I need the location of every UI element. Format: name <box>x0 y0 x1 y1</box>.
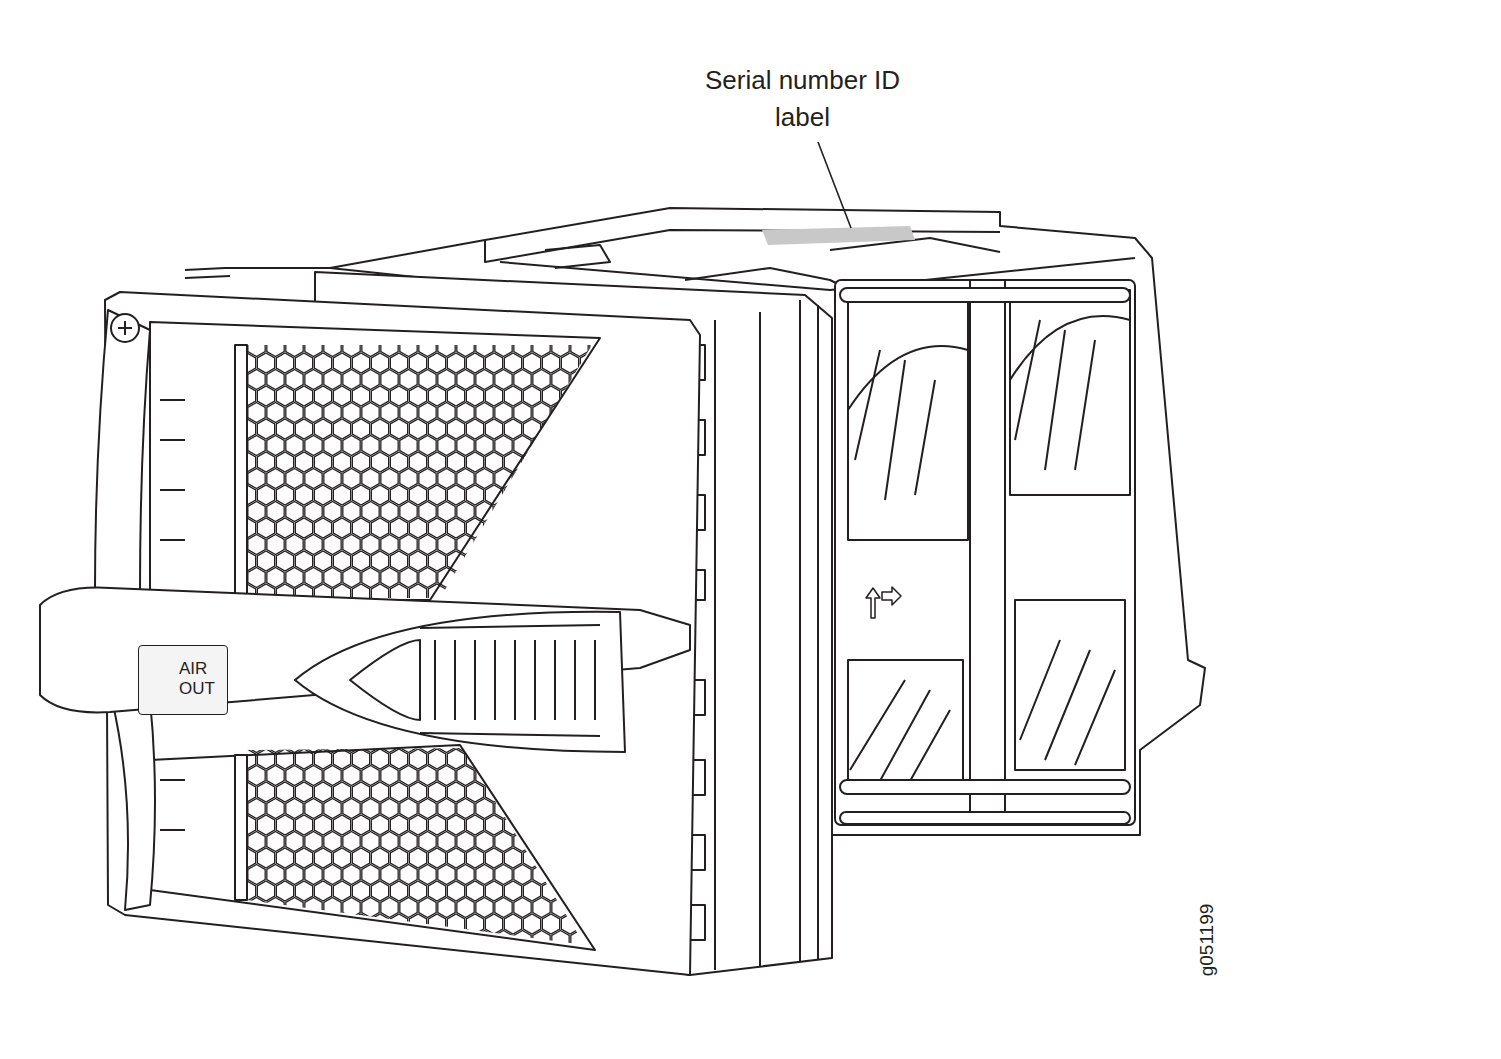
callout-label: Serial number ID label <box>690 62 915 136</box>
serial-label-area <box>762 226 915 245</box>
air-direction-badge: AIR OUT <box>138 645 228 715</box>
hex-mesh <box>247 748 585 945</box>
figure-id: g051199 <box>1196 904 1218 977</box>
hex-mesh <box>247 345 592 598</box>
handle <box>40 310 690 910</box>
leader-line <box>818 142 851 228</box>
badge-text: AIR OUT <box>179 659 225 699</box>
